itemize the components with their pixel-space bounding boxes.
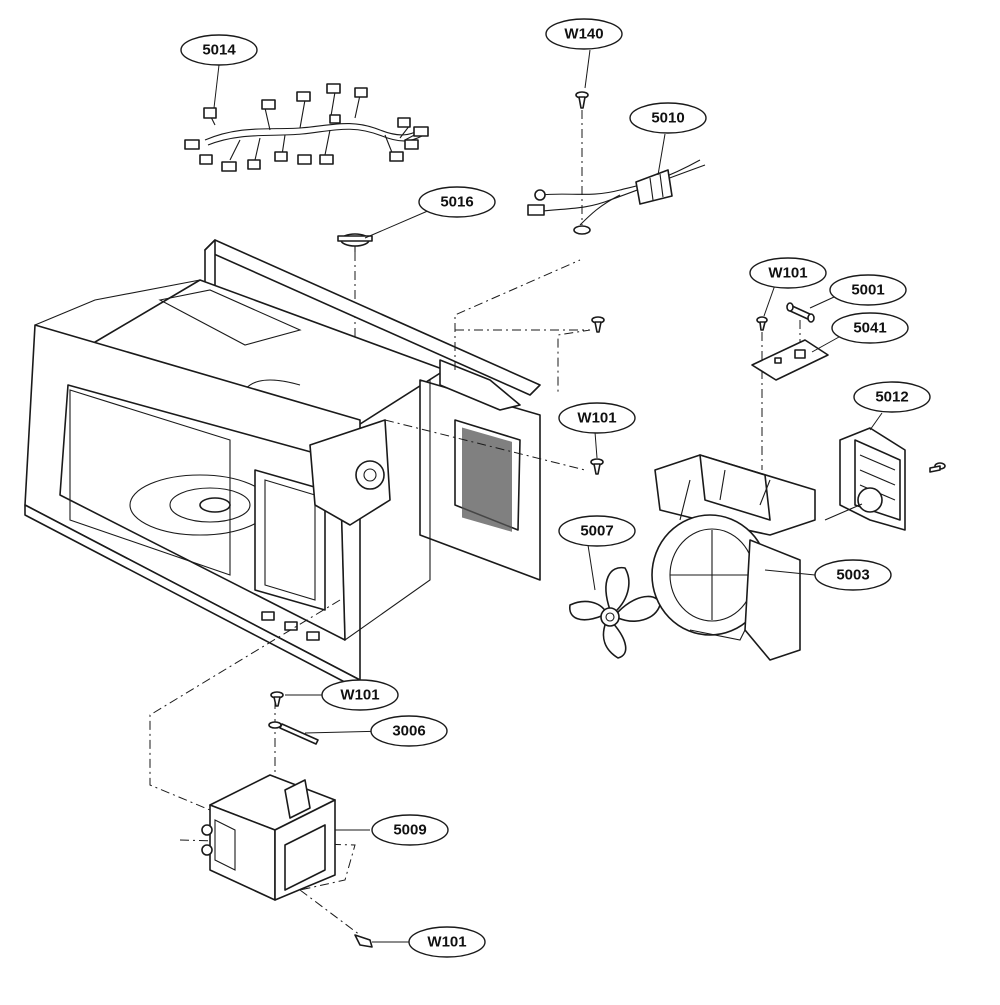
- oven-cavity-frame: [24, 239, 541, 691]
- wire-harness-5010: [527, 159, 706, 235]
- callout-5007: 5007: [558, 515, 636, 547]
- screw-w101-top: [591, 316, 605, 333]
- gasket-3006: [268, 721, 319, 745]
- callout-label: 5003: [836, 567, 869, 584]
- callout-5003: 5003: [814, 559, 892, 591]
- callout-label: W101: [340, 687, 379, 704]
- callout-label: 5041: [853, 320, 886, 337]
- callout-w101-magnetron: W101: [321, 679, 399, 711]
- callout-w101-board: W101: [749, 257, 827, 289]
- screw-w101-magnetron: [270, 691, 284, 707]
- wire-harness-5014: [184, 83, 429, 172]
- fan-motor-5012: [824, 427, 946, 531]
- thermostat-5016: [337, 233, 373, 252]
- callout-label: W101: [577, 410, 616, 427]
- callout-label: 5012: [875, 389, 908, 406]
- callout-label: W101: [427, 934, 466, 951]
- callout-label: 5016: [440, 194, 473, 211]
- callout-5014: 5014: [180, 34, 258, 66]
- callout-label: 5014: [202, 42, 236, 59]
- callout-label: 5009: [393, 822, 426, 839]
- screw-w101-board: [756, 316, 768, 331]
- callout-label: 5010: [651, 110, 684, 127]
- callout-w101-bottom: W101: [408, 926, 486, 958]
- callout-w101-mid: W101: [558, 402, 636, 434]
- callout-3006: 3006: [370, 715, 448, 747]
- callout-label: 5001: [851, 282, 884, 299]
- callout-5012: 5012: [853, 381, 931, 413]
- callout-w140: W140: [545, 18, 623, 50]
- callout-5009: 5009: [371, 814, 449, 846]
- callout-label: W101: [768, 265, 807, 282]
- screw-w140: [575, 91, 589, 109]
- screw-w101-mid: [590, 458, 604, 475]
- callout-5001: 5001: [829, 274, 907, 306]
- fan-blade-5007: [569, 566, 661, 659]
- screw-w101-bottom: [354, 934, 373, 948]
- callout-5016: 5016: [418, 186, 496, 218]
- callout-label: 5007: [580, 523, 613, 540]
- callout-label: W140: [564, 26, 603, 43]
- magnetron-5009: [201, 774, 336, 901]
- callout-5010: 5010: [629, 102, 707, 134]
- fan-bracket-5003: [651, 454, 816, 661]
- circuit-board-5041: [751, 339, 829, 381]
- callout-label: 3006: [392, 723, 425, 740]
- fuse-5001: [786, 302, 815, 323]
- callout-5041: 5041: [831, 312, 909, 344]
